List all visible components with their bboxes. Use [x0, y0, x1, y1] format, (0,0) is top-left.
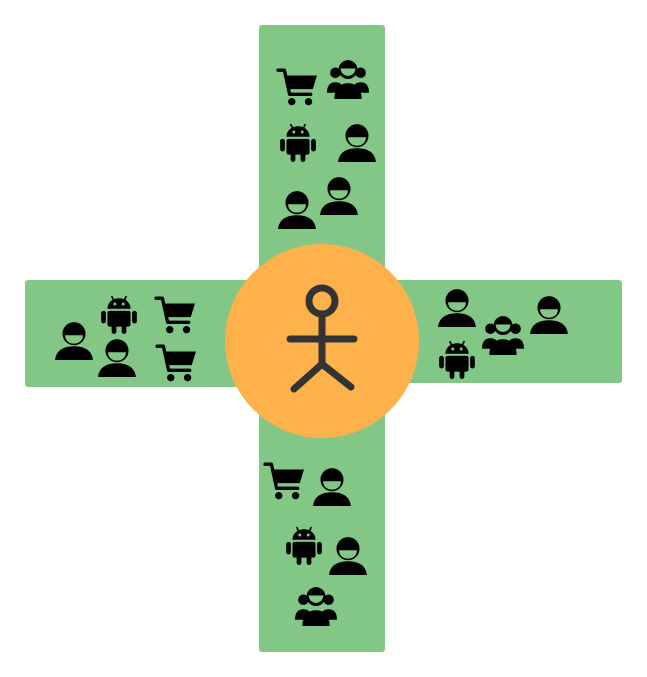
user-icon [311, 465, 353, 507]
shopping-cart-icon [276, 66, 318, 108]
user-group-icon [482, 313, 524, 355]
user-group-icon [295, 584, 337, 626]
user-group-icon [327, 57, 369, 99]
user-icon [436, 286, 478, 328]
user-icon [276, 188, 318, 230]
user-icon [528, 293, 570, 335]
central-hub [225, 244, 419, 438]
user-icon [336, 121, 378, 163]
bottom-arm [259, 405, 385, 652]
android-icon [277, 121, 319, 163]
android-icon [283, 524, 325, 566]
shopping-cart-icon [155, 342, 197, 384]
android-icon [436, 338, 478, 380]
user-icon [96, 336, 138, 378]
android-icon [98, 293, 140, 335]
user-icon [53, 319, 95, 361]
shopping-cart-icon [154, 294, 196, 336]
stick-figure-actor-icon [286, 284, 358, 393]
shopping-cart-icon [263, 460, 305, 502]
user-icon [318, 174, 360, 216]
user-icon [327, 534, 369, 576]
